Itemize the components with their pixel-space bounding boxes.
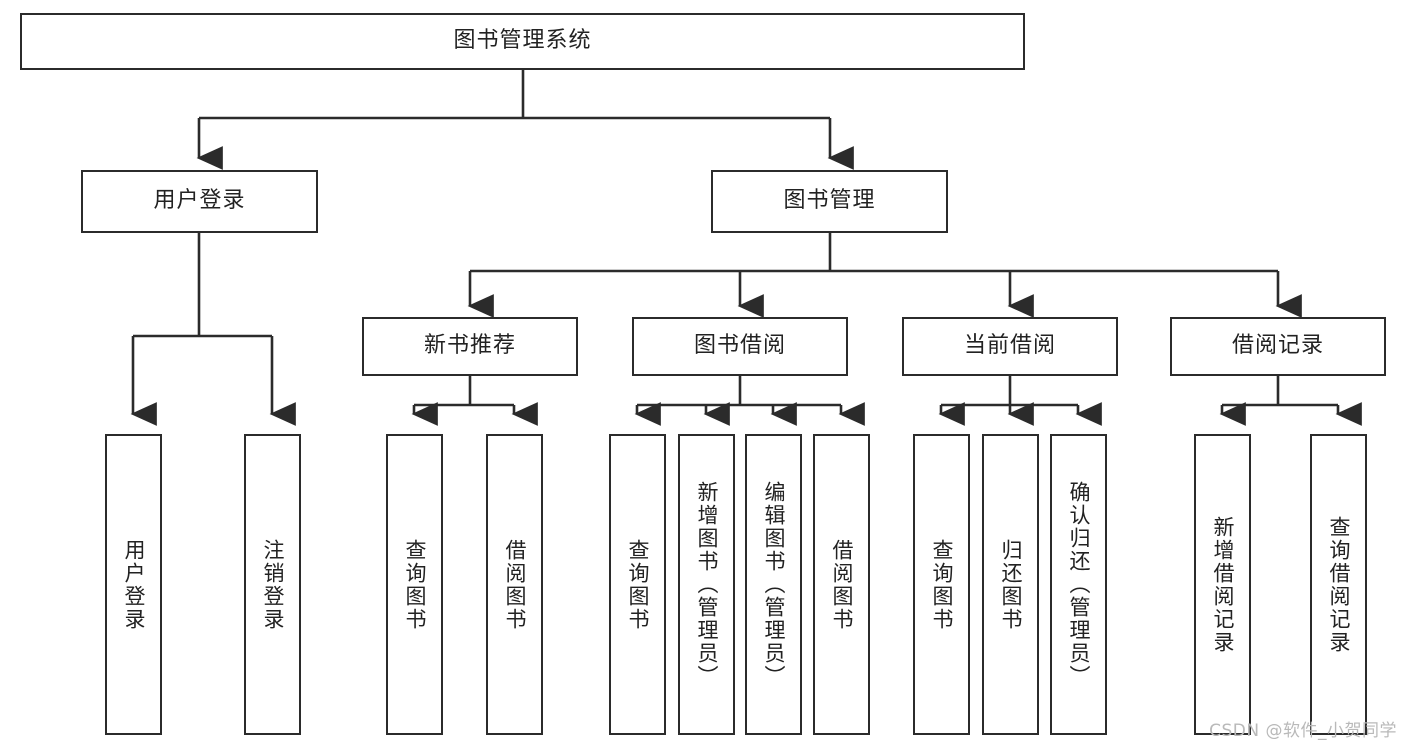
node-book-management[interactable]: 图书管理 bbox=[711, 170, 948, 233]
node-label: 编辑图书（管理员） bbox=[761, 481, 786, 688]
leaf-borrow-edit-book[interactable]: 编辑图书（管理员） bbox=[745, 434, 802, 735]
leaf-record-query-record[interactable]: 查询借阅记录 bbox=[1310, 434, 1367, 735]
node-label: 图书借阅 bbox=[693, 333, 786, 359]
node-label: 查询借阅记录 bbox=[1326, 515, 1351, 654]
leaf-user-login-logout[interactable]: 注销登录 bbox=[244, 434, 301, 735]
node-label: 借阅图书 bbox=[829, 538, 854, 631]
node-label: 确认归还（管理员） bbox=[1066, 481, 1091, 688]
node-label: 注销登录 bbox=[260, 538, 285, 631]
node-label: 图书管理系统 bbox=[453, 28, 592, 54]
node-label: 用户登录 bbox=[121, 538, 146, 631]
node-borrow-record[interactable]: 借阅记录 bbox=[1170, 317, 1386, 376]
leaf-record-add-record[interactable]: 新增借阅记录 bbox=[1194, 434, 1251, 735]
node-label: 借阅图书 bbox=[502, 538, 527, 631]
leaf-borrow-borrow-book[interactable]: 借阅图书 bbox=[813, 434, 870, 735]
leaf-current-query-book[interactable]: 查询图书 bbox=[913, 434, 970, 735]
leaf-borrow-add-book[interactable]: 新增图书（管理员） bbox=[678, 434, 735, 735]
node-label: 图书管理 bbox=[783, 188, 876, 214]
node-label: 查询图书 bbox=[402, 538, 427, 631]
node-label: 新增借阅记录 bbox=[1210, 515, 1235, 654]
node-label: 新增图书（管理员） bbox=[694, 481, 719, 688]
node-book-borrow[interactable]: 图书借阅 bbox=[632, 317, 848, 376]
node-root-system[interactable]: 图书管理系统 bbox=[20, 13, 1025, 70]
leaf-new-book-borrow[interactable]: 借阅图书 bbox=[486, 434, 543, 735]
leaf-current-return-book[interactable]: 归还图书 bbox=[982, 434, 1039, 735]
node-label: 当前借阅 bbox=[963, 333, 1056, 359]
node-label: 归还图书 bbox=[998, 538, 1023, 631]
leaf-user-login-login[interactable]: 用户登录 bbox=[105, 434, 162, 735]
leaf-current-confirm-return[interactable]: 确认归还（管理员） bbox=[1050, 434, 1107, 735]
node-label: 用户登录 bbox=[153, 188, 246, 214]
node-label: 借阅记录 bbox=[1231, 333, 1324, 359]
node-current-borrow[interactable]: 当前借阅 bbox=[902, 317, 1118, 376]
watermark-text: CSDN @软件_小贺同学 bbox=[1209, 721, 1397, 741]
node-label: 新书推荐 bbox=[423, 333, 516, 359]
node-label: 查询图书 bbox=[929, 538, 954, 631]
node-user-login[interactable]: 用户登录 bbox=[81, 170, 318, 233]
node-label: 查询图书 bbox=[625, 538, 650, 631]
leaf-borrow-query-book[interactable]: 查询图书 bbox=[609, 434, 666, 735]
leaf-new-book-query[interactable]: 查询图书 bbox=[386, 434, 443, 735]
node-new-book-recommend[interactable]: 新书推荐 bbox=[362, 317, 578, 376]
